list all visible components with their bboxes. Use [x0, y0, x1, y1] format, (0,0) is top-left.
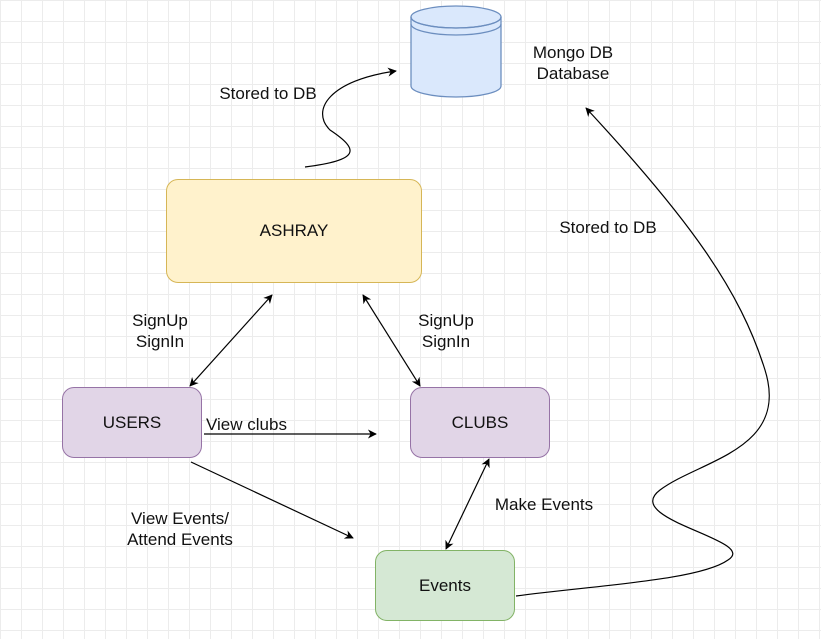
- edge-users-to-events[interactable]: [190, 461, 354, 539]
- ashray-node-label: ASHRAY: [259, 221, 329, 240]
- users-node-label: USERS: [102, 412, 162, 432]
- events-node-label: Events: [419, 575, 471, 595]
- database-cylinder-icon[interactable]: [410, 5, 502, 98]
- edge-users-ashray[interactable]: [189, 294, 273, 387]
- edge-clubs-ashray[interactable]: [362, 294, 421, 387]
- edge-label-users-ashray: SignUp SignIn: [132, 311, 188, 351]
- clubs-node[interactable]: CLUBS: [410, 387, 550, 458]
- events-node[interactable]: Events: [375, 550, 515, 621]
- edge-label-users-to-clubs: View clubs: [206, 415, 287, 434]
- edge-label-clubs-ashray: SignUp SignIn: [418, 311, 474, 351]
- edge-ashray-to-database[interactable]: [304, 67, 397, 168]
- edge-label-events-to-database: Stored to DB: [559, 218, 657, 237]
- edge-label-clubs-events: Make Events: [494, 495, 594, 514]
- edge-label-users-to-events: View Events/ Attend Events: [127, 509, 233, 549]
- edge-clubs-events[interactable]: [445, 458, 490, 550]
- ashray-node[interactable]: ASHRAY: [166, 179, 422, 283]
- database-cylinder-body: [410, 17, 502, 98]
- database-label: Mongo DB Database: [532, 43, 614, 83]
- database-cylinder-rim: [410, 16, 502, 36]
- edge-label-ashray-to-database: Stored to DB: [219, 84, 317, 103]
- edge-events-to-database[interactable]: [515, 107, 770, 597]
- clubs-node-label: CLUBS: [451, 412, 509, 432]
- users-node[interactable]: USERS: [62, 387, 202, 458]
